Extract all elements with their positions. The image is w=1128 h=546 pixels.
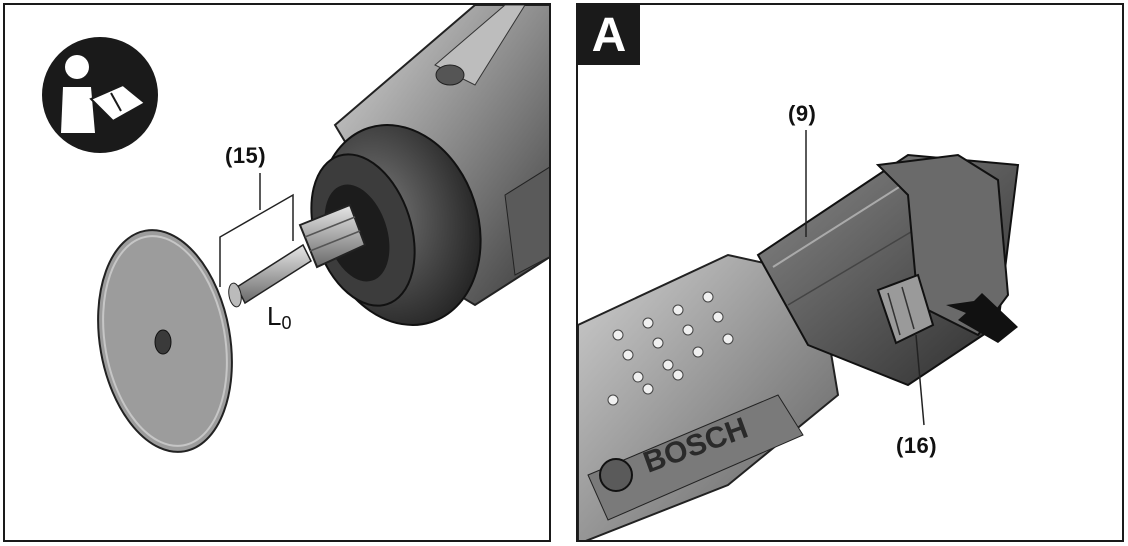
illustration-battery: BOSCH bbox=[578, 130, 1020, 540]
panel-left-cutting-disc: (15) L0 bbox=[3, 3, 551, 542]
figure-letter-badge: A bbox=[578, 5, 640, 65]
dimension-bracket bbox=[219, 193, 294, 287]
read-manual-icon bbox=[42, 37, 158, 153]
release-button bbox=[876, 273, 935, 345]
callout-label-15: (15) bbox=[225, 143, 267, 168]
collet-nut bbox=[298, 203, 367, 269]
panel-right-battery: A bbox=[576, 3, 1124, 542]
callout-label-16: (16) bbox=[896, 433, 938, 458]
dimension-label-l0: L0 bbox=[267, 301, 292, 333]
tool-vent bbox=[435, 64, 465, 86]
grip-dots bbox=[607, 291, 734, 406]
callout-line-16 bbox=[915, 334, 925, 426]
logo-band bbox=[587, 394, 804, 521]
bosch-logo-mark bbox=[599, 458, 633, 492]
illustration-disc-mount bbox=[42, 5, 549, 453]
callout-label-9: (9) bbox=[788, 101, 817, 126]
tool-body-panel bbox=[504, 166, 549, 276]
disc-screw bbox=[154, 329, 172, 355]
mandrel-shaft bbox=[236, 243, 312, 305]
arrow-icon bbox=[946, 293, 1018, 343]
